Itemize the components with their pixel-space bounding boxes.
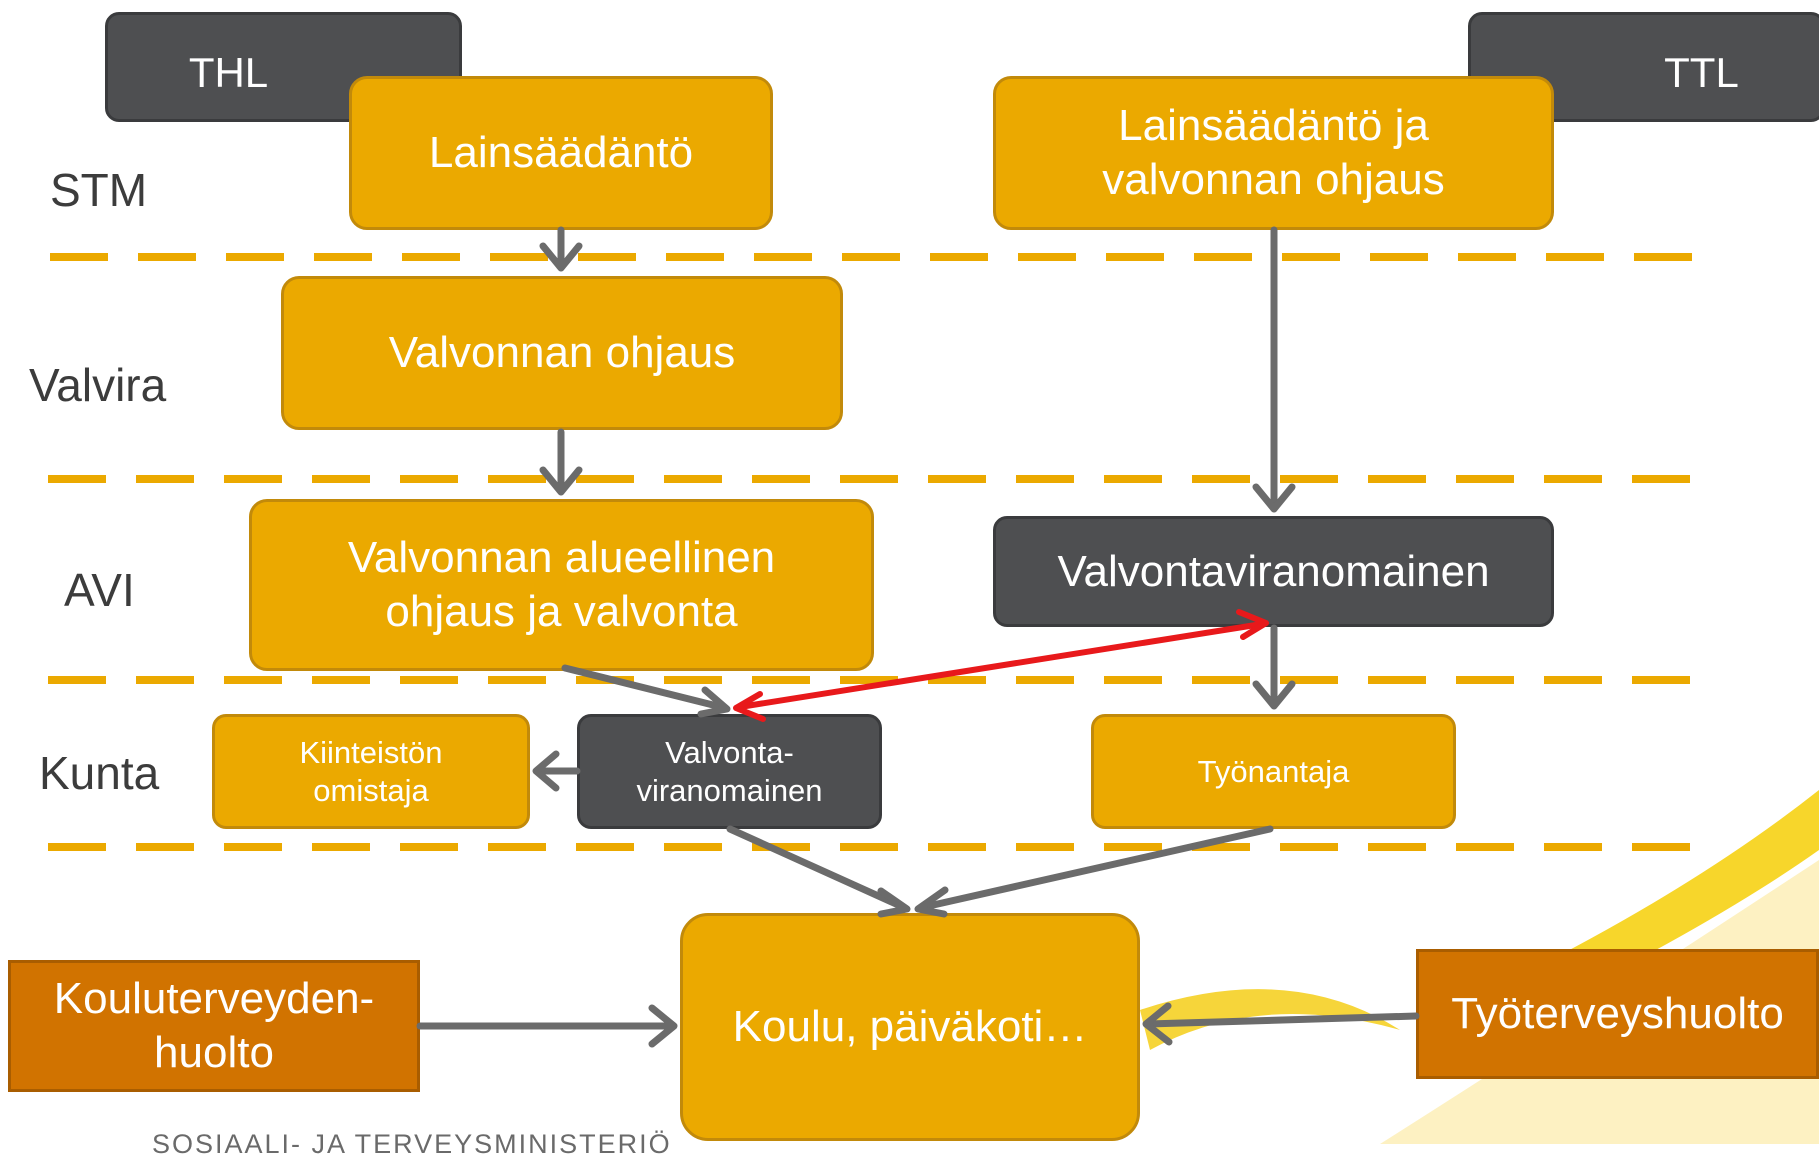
alueellinen-label: Valvonnan alueellinen ohjaus ja valvonta xyxy=(347,533,776,636)
valvontaviranomainen-kunta-label: Valvonta- viranomainen xyxy=(636,734,823,808)
tyonantaja-label: Työnantaja xyxy=(1197,753,1350,789)
arrowhead-alueellinen-to-valvontaviranomainen-kunta xyxy=(697,686,731,718)
ttl-box: TTL xyxy=(1468,12,1819,122)
lainsaadanto-label: Lainsäädäntö xyxy=(428,128,694,178)
kouluterveydenhuolto-box: Kouluterveyden- huolto xyxy=(8,960,420,1092)
decor-swoosh-mid xyxy=(1140,989,1400,1050)
decor-swoosh-yellow xyxy=(1470,790,1819,1000)
arrow-alueellinen-to-valvontaviranomainen-kunta xyxy=(561,664,729,712)
arrowhead-lainsaadanto-to-valvonnan-ohjaus xyxy=(539,242,583,272)
arrowhead-kouluterveydenhuolto-to-koulu xyxy=(648,1004,678,1048)
lainsaadanto-ja-ohjaus-box: Lainsäädäntö ja valvonnan ohjaus xyxy=(993,76,1554,230)
level-label-kunta: Kunta xyxy=(39,747,160,799)
kouluterveydenhuolto-label: Kouluterveyden- huolto xyxy=(53,974,375,1077)
thl-label: THL xyxy=(188,49,269,96)
level-label-stm: STM xyxy=(50,164,148,216)
tyonantaja-box: Työnantaja xyxy=(1091,714,1456,829)
valvonnan-ohjaus-label: Valvonnan ohjaus xyxy=(388,328,736,378)
arrow-tyonantaja-to-koulu xyxy=(916,825,1274,912)
koulu-label: Koulu, päiväkoti… xyxy=(732,1002,1088,1052)
kiinteiston-omistaja-label: Kiinteistön omistaja xyxy=(299,734,443,808)
level-label-avi: AVI xyxy=(64,564,135,616)
arrowhead-tyonantaja-to-koulu xyxy=(914,886,949,918)
lainsaadanto-ja-ohjaus-label: Lainsäädäntö ja valvonnan ohjaus xyxy=(1102,101,1445,204)
tyoterveyshuolto-box: Työterveyshuolto xyxy=(1416,949,1819,1079)
valvonnan-ohjaus-box: Valvonnan ohjaus xyxy=(281,276,843,430)
highlight-arrowhead-left xyxy=(733,691,766,722)
arrowhead-kunta-valvonta-to-kiinteisto xyxy=(532,750,560,792)
footer-ministry-name: SOSIAALI- JA TERVEYSMINISTERIÖ xyxy=(152,1129,672,1159)
kiinteiston-omistaja-box: Kiinteistön omistaja xyxy=(212,714,530,829)
valvontaviranomainen-avi-label: Valvontaviranomainen xyxy=(1057,546,1490,596)
koulu-box: Koulu, päiväkoti… xyxy=(680,913,1140,1141)
arrowhead-kunta-valvonta-to-koulu xyxy=(877,887,911,918)
highlight-arrowhead-right xyxy=(1236,609,1269,640)
arrowhead-tyoterveyshuolto-to-koulu xyxy=(1142,1002,1173,1046)
lainsaadanto-box: Lainsäädäntö xyxy=(349,76,773,230)
tyoterveyshuolto-label: Työterveyshuolto xyxy=(1451,989,1784,1039)
valvontaviranomainen-kunta-box: Valvonta- viranomainen xyxy=(577,714,882,829)
ttl-label: TTL xyxy=(1664,49,1739,96)
highlight-arrow-valvontaviranomaiset xyxy=(737,621,1265,710)
arrow-kunta-valvonta-to-koulu xyxy=(726,825,909,912)
level-label-valvira: Valvira xyxy=(29,359,167,411)
arrowhead-ttl-ohjaus-to-valvontaviranomainen xyxy=(1252,483,1296,513)
arrowhead-valvontaviranomainen-to-tyonantaja xyxy=(1252,680,1296,710)
arrowhead-valvonnan-ohjaus-to-alueellinen xyxy=(539,466,583,496)
arrow-tyoterveyshuolto-to-koulu xyxy=(1144,1012,1420,1028)
alueellinen-box: Valvonnan alueellinen ohjaus ja valvonta xyxy=(249,499,874,671)
